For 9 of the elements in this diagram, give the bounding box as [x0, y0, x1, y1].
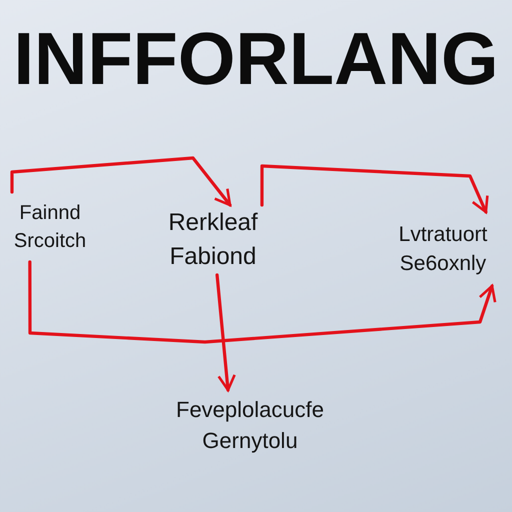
node-text: Rerkleaf Fabiond: [167, 208, 259, 272]
arrow: [215, 273, 236, 392]
node-text: Fainnd Srcoitch: [12, 201, 88, 254]
diagram-title: INFFORLANG: [12, 16, 500, 102]
node-text: Lvtratuort Se6oxnly: [398, 222, 488, 277]
arrow: [28, 260, 496, 344]
arrow: [260, 164, 489, 214]
arrow: [10, 156, 232, 207]
node-text: Feveplolacucfe Gernytolu: [175, 396, 325, 455]
